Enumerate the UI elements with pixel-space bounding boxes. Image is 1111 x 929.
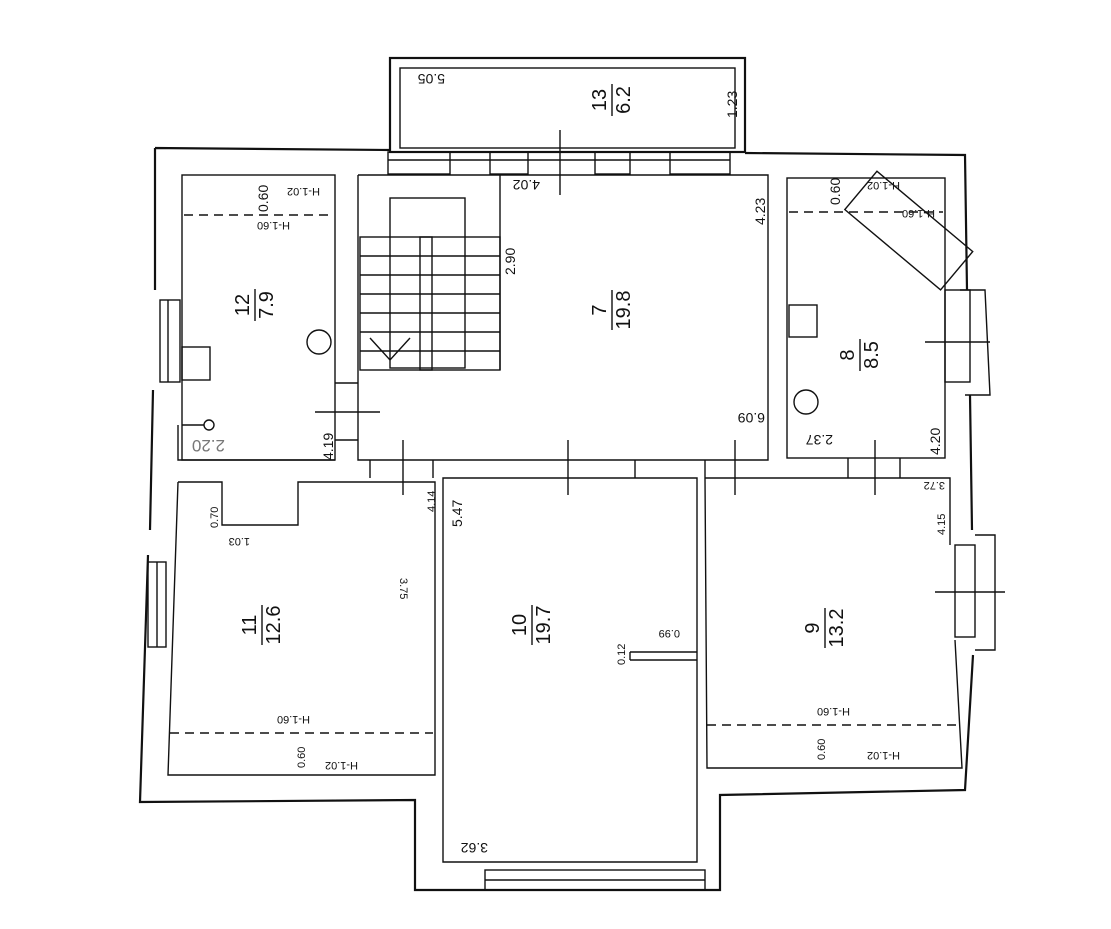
dimension-label: H-1.02 xyxy=(867,179,900,191)
exterior-wall xyxy=(138,146,975,892)
dimension-label: 2.37 xyxy=(806,432,833,448)
room-number: 7 xyxy=(589,304,611,315)
dimension-label: 4.14 xyxy=(426,491,438,512)
room-number: 13 xyxy=(589,89,611,111)
top-windows xyxy=(387,130,731,195)
dimension-label: H-1.02 xyxy=(867,749,900,761)
dimension-label: 4.02 xyxy=(513,177,540,193)
dimension-label: H-1.60 xyxy=(277,713,310,725)
dimension-label: 0.99 xyxy=(659,627,680,639)
room-9: 9 13.2 4.15 3.72 H-1.60 0.60 H-1.02 xyxy=(704,477,963,769)
dimension-label: 4.15 xyxy=(936,514,948,535)
room-number: 10 xyxy=(509,614,531,636)
dimension-label: 0.12 xyxy=(616,644,628,665)
room-number: 8 xyxy=(837,349,859,360)
dimension-label: 1.03 xyxy=(229,535,250,547)
room-area: 12.6 xyxy=(263,606,285,645)
room-11: 11 12.6 0.70 1.03 4.14 3.75 H-1.60 0.60 … xyxy=(167,481,438,776)
room-area: 19.7 xyxy=(533,606,555,645)
room-area: 6.2 xyxy=(613,86,635,114)
staircase xyxy=(359,175,501,371)
room-7: 7 19.8 4.02 4.23 2.90 6.09 xyxy=(335,174,769,461)
dimension-label: H-1.02 xyxy=(287,185,320,197)
room-area: 19.8 xyxy=(613,291,635,330)
dimension-label: 0.60 xyxy=(255,185,271,212)
dimension-label: 4.23 xyxy=(752,198,768,225)
doorways xyxy=(369,440,901,495)
room-number: 9 xyxy=(802,622,824,633)
dimension-label: 5.05 xyxy=(418,71,445,87)
room-13: 13 6.2 5.05 1.23 xyxy=(418,71,740,118)
room-area: 7.9 xyxy=(256,291,278,319)
room-number: 12 xyxy=(232,294,254,316)
dimension-label: 3.75 xyxy=(397,578,409,599)
dimension-label: 4.20 xyxy=(927,428,943,455)
dimension-label: 6.09 xyxy=(738,410,765,426)
dimension-label: 2.90 xyxy=(502,248,518,275)
dimension-label: 2.20 xyxy=(192,436,225,455)
room-number: 11 xyxy=(239,615,261,636)
dimension-label: 1.23 xyxy=(724,91,740,118)
dimension-label: H-1.60 xyxy=(902,207,935,219)
room-10: 10 19.7 5.47 0.12 0.99 3.62 xyxy=(442,477,698,863)
dimension-label: 5.47 xyxy=(449,500,465,527)
dimension-label: 0.60 xyxy=(816,739,828,760)
room-8: 8 8.5 H-1.02 0.60 H-1.60 2.37 4.20 xyxy=(786,170,974,459)
room-12: 12 7.9 H-1.02 0.60 H-1.60 4.19 2.20 xyxy=(177,174,380,461)
dimension-label: H-1.60 xyxy=(817,705,850,717)
dimension-label: 0.70 xyxy=(209,507,221,528)
dimension-label: 0.60 xyxy=(296,747,308,768)
side-windows xyxy=(147,289,1005,891)
dimension-label: 4.19 xyxy=(320,433,336,460)
dimension-label: H-1.60 xyxy=(257,219,290,231)
dimension-label: 3.62 xyxy=(461,840,488,856)
room-area: 8.5 xyxy=(861,341,883,369)
room-area: 13.2 xyxy=(826,609,848,648)
dimension-label: 0.60 xyxy=(827,178,843,205)
dimension-label: H-1.02 xyxy=(325,759,358,771)
dimension-label: 3.72 xyxy=(924,479,945,491)
balcony xyxy=(388,56,747,154)
